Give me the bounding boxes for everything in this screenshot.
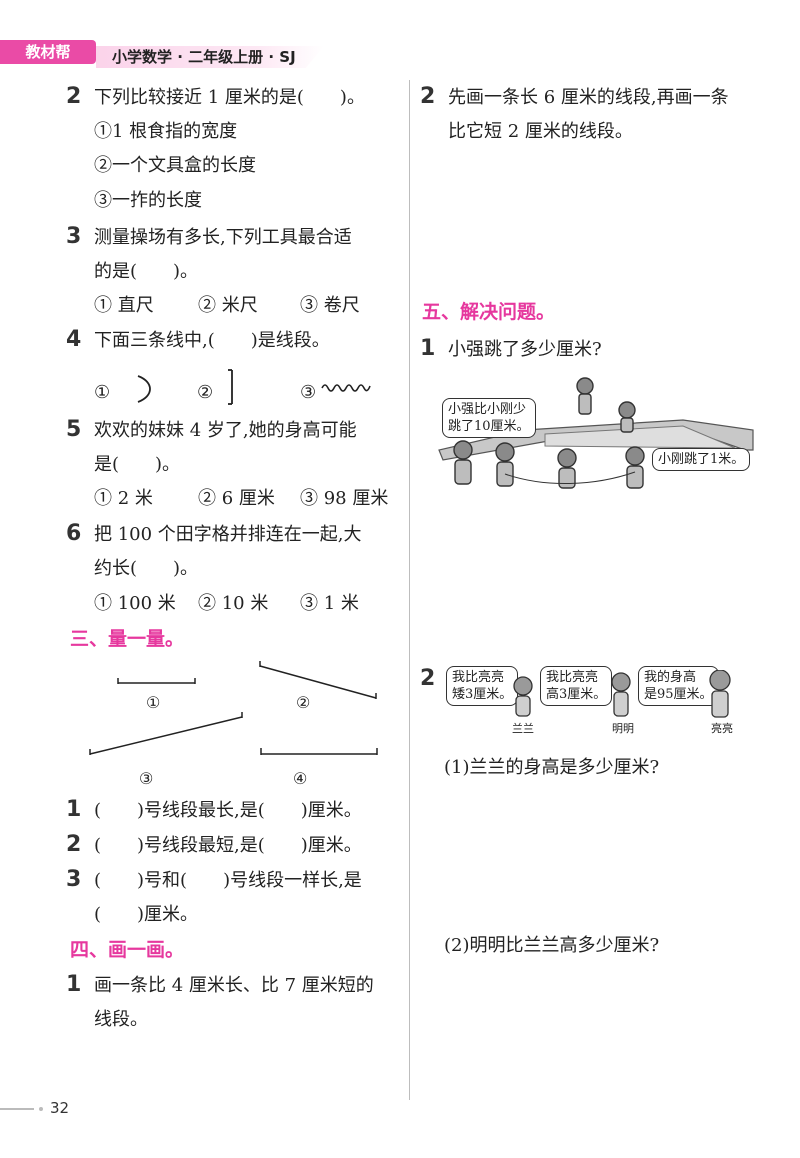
segment-label: ① — [146, 693, 161, 712]
question-text: 约长( )。 — [94, 558, 199, 579]
speech-bubble: 小刚跳了1米。 — [652, 448, 751, 471]
section-title: 五、解决问题。 — [422, 301, 556, 323]
measure-segments-figure — [89, 661, 378, 755]
child-name: 亮亮 — [711, 722, 733, 735]
option: ② — [197, 382, 214, 403]
question-text: 的是( )。 — [94, 261, 199, 282]
question-number: 2 — [420, 666, 436, 691]
option: ① 100 米 — [94, 593, 176, 614]
question-text: 画一条比 4 厘米长、比 7 厘米短的 — [94, 975, 374, 996]
question-text: 欢欢的妹妹 4 岁了,她的身高可能 — [94, 420, 357, 441]
book-title: 小学数学 · 二年级上册 · SJ — [112, 48, 296, 66]
question-text: ( )号线段最长,是( )厘米。 — [94, 800, 362, 821]
option: ③ 卷尺 — [300, 295, 360, 316]
question-text: ( )号线段最短,是( )厘米。 — [94, 835, 362, 856]
question-number: 2 — [66, 832, 82, 857]
segment-label: ③ — [139, 769, 154, 788]
option: ① — [94, 382, 111, 403]
question-number: 3 — [66, 224, 82, 249]
sub-question: (2)明明比兰兰高多少厘米? — [444, 935, 660, 956]
speech-bubble: 我比亮亮 矮3厘米。 — [446, 666, 519, 706]
speech-bubble: 我比亮亮 高3厘米。 — [540, 666, 613, 706]
question-text: 测量操场有多长,下列工具最合适 — [94, 227, 352, 248]
brand-tab: 教材帮 — [0, 40, 96, 64]
question-text: ( )号和( )号线段一样长,是 — [94, 870, 362, 891]
question-text: 是( )。 — [94, 454, 181, 475]
option: ③ 98 厘米 — [300, 488, 389, 509]
question-text: 下列比较接近 1 厘米的是( )。 — [94, 87, 365, 108]
question-number: 6 — [66, 521, 82, 546]
option: ③ — [300, 382, 317, 403]
option: ① 2 米 — [94, 488, 153, 509]
option: ① 直尺 — [94, 295, 154, 316]
question-text: 比它短 2 厘米的线段。 — [448, 121, 633, 142]
option: ② 10 米 — [198, 593, 269, 614]
segment-label: ④ — [293, 769, 308, 788]
section-title: 三、量一量。 — [70, 628, 185, 650]
speech-bubble: 小强比小刚少 跳了10厘米。 — [442, 398, 536, 438]
option: ①1 根食指的宽度 — [94, 121, 238, 142]
long-jump-illustration — [438, 377, 754, 489]
question-text: 小强跳了多少厘米? — [448, 339, 602, 360]
children-figures — [513, 670, 731, 718]
question-number: 2 — [66, 84, 82, 109]
page-number: 32 — [50, 1099, 70, 1117]
option: ③一拃的长度 — [94, 190, 202, 211]
question-number: 5 — [66, 417, 82, 442]
option: ② 6 厘米 — [198, 488, 275, 509]
option: ②一个文具盒的长度 — [94, 155, 256, 176]
question-text: ( )厘米。 — [94, 904, 199, 925]
question-number: 2 — [420, 84, 436, 109]
question-number: 1 — [66, 797, 82, 822]
question-number: 1 — [66, 972, 82, 997]
sub-question: (1)兰兰的身高是多少厘米? — [444, 757, 660, 778]
question-number: 3 — [66, 867, 82, 892]
segment-label: ② — [296, 693, 311, 712]
question-text: 先画一条长 6 厘米的线段,再画一条 — [448, 87, 729, 108]
child-name: 兰兰 — [512, 722, 534, 735]
column-divider — [409, 80, 410, 1100]
question-number: 1 — [420, 336, 436, 361]
header-band — [96, 46, 324, 68]
child-name: 明明 — [612, 722, 634, 735]
footer-rule — [0, 1108, 34, 1110]
segment-line-icon — [228, 369, 233, 405]
curve-line-icon — [137, 375, 151, 403]
option: ③ 1 米 — [300, 593, 359, 614]
section-title: 四、画一画。 — [70, 939, 185, 961]
wavy-line-icon — [321, 384, 371, 392]
question-text: 线段。 — [94, 1009, 148, 1030]
option: ② 米尺 — [198, 295, 258, 316]
question-text: 把 100 个田字格并排连在一起,大 — [94, 524, 362, 545]
question-text: 下面三条线中,( )是线段。 — [94, 330, 330, 351]
footer-dot — [39, 1107, 43, 1111]
question-number: 4 — [66, 327, 82, 352]
